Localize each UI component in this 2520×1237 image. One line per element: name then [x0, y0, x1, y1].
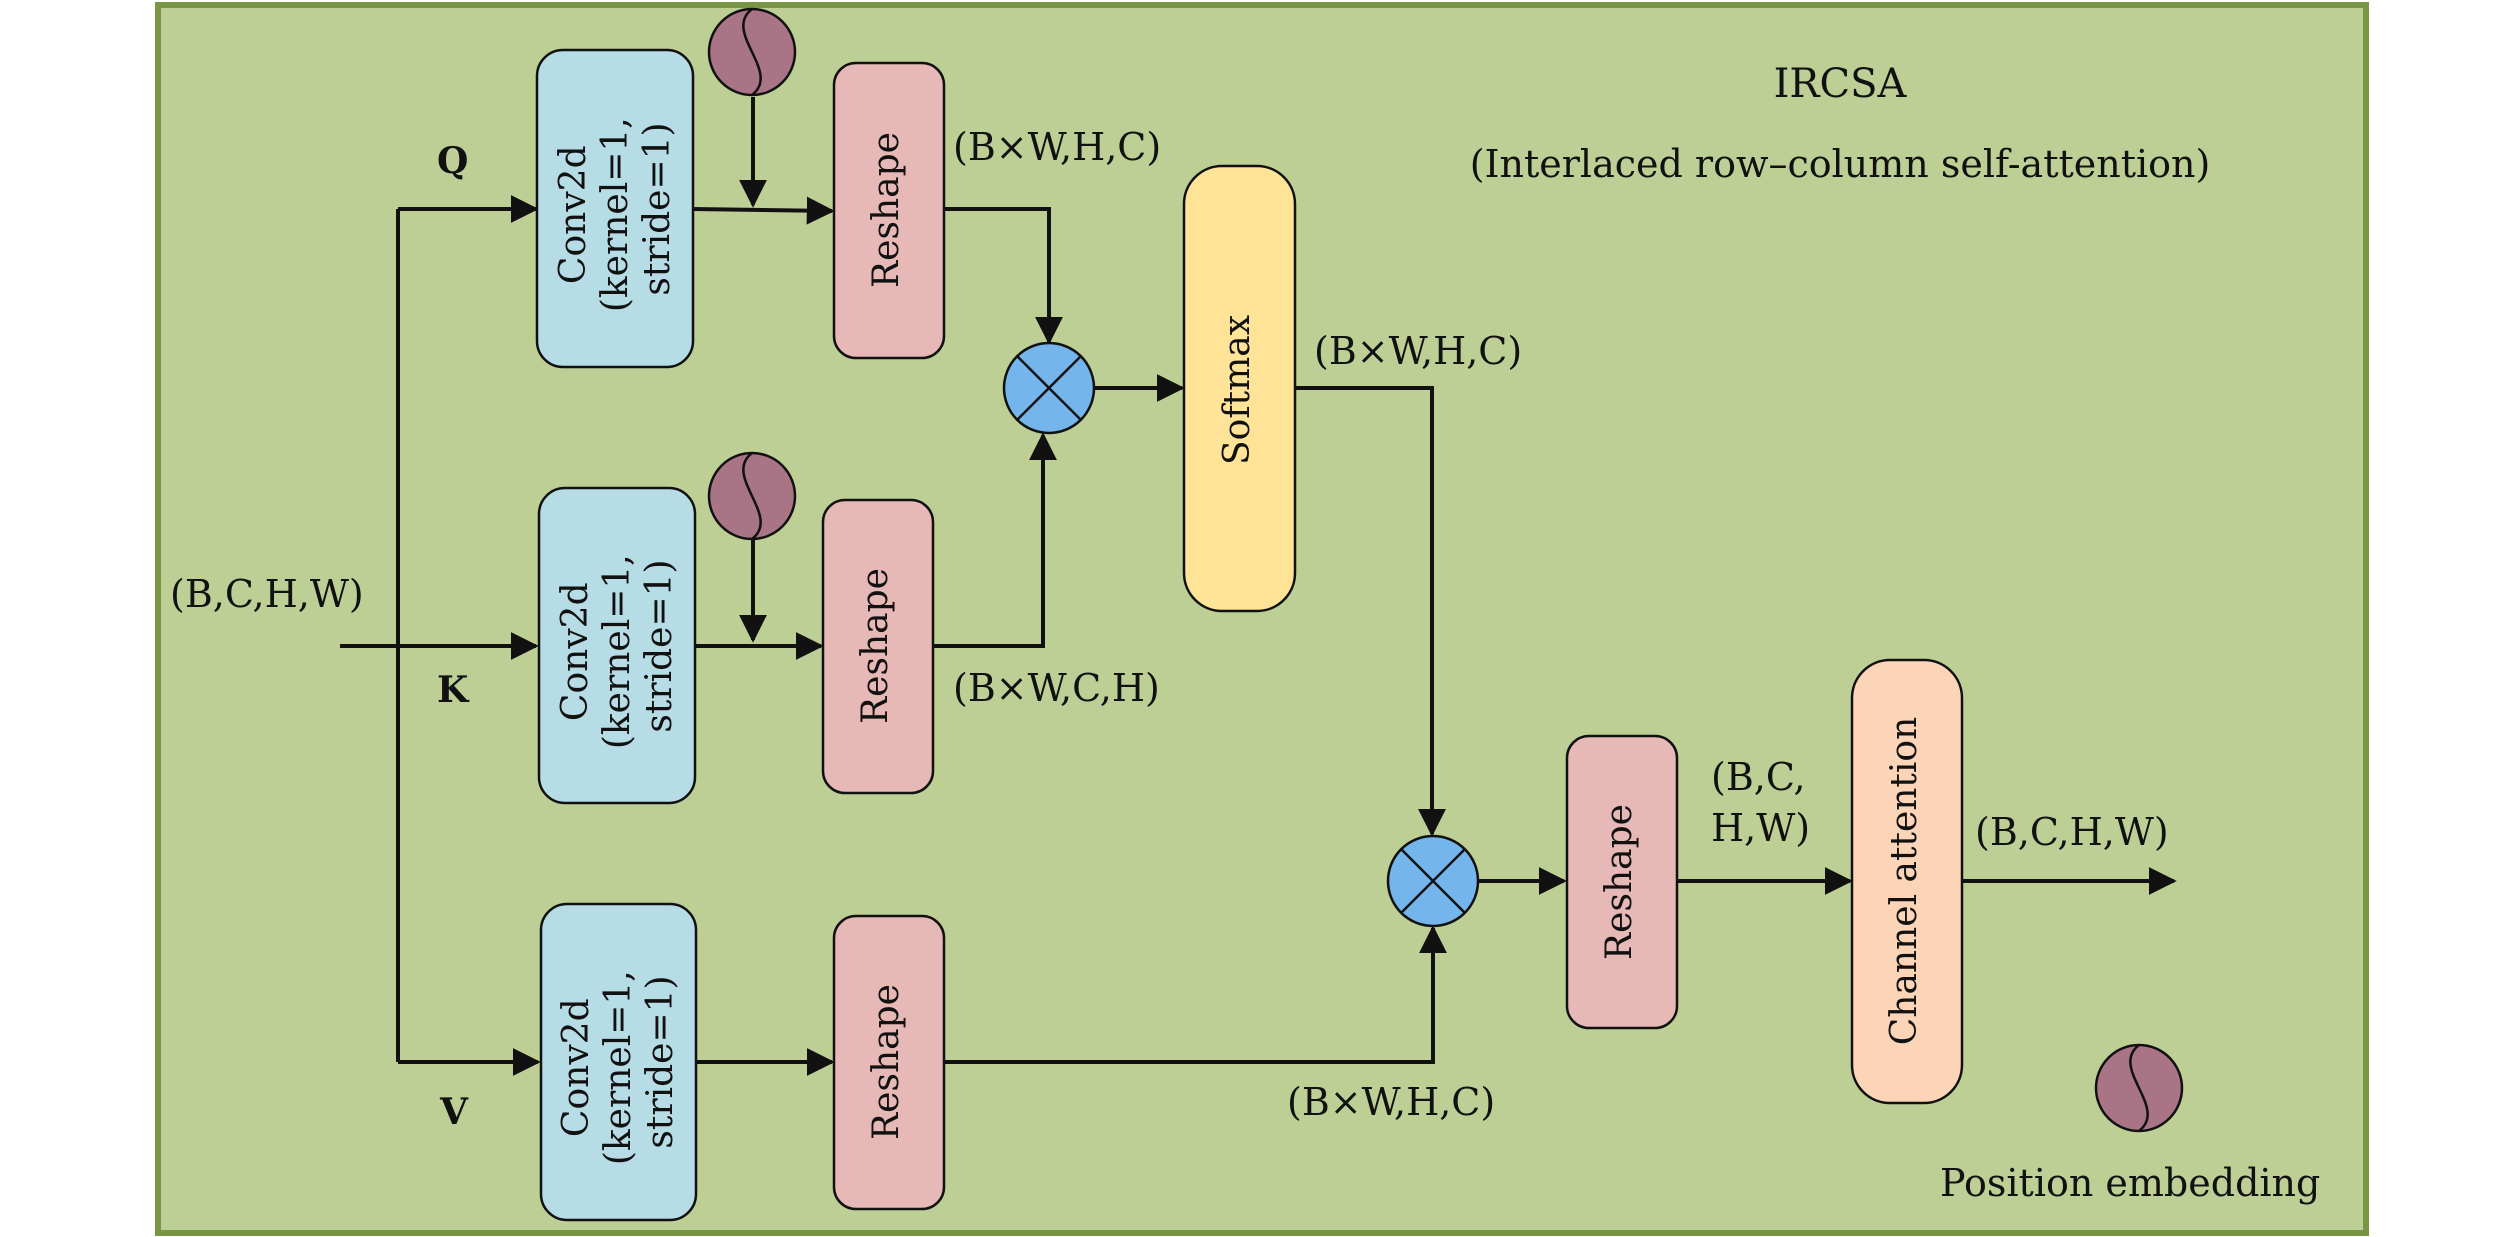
k-label: K [437, 669, 470, 711]
conv2d-kernel: (kernel=1, [598, 970, 639, 1165]
softmax-label: Softmax [1217, 315, 1258, 465]
conv2d-kernel: (kernel=1, [597, 554, 638, 749]
q-reshape-to-multiply [944, 207, 1063, 345]
svg-text:Conv2d (kernel=1,: Conv2d (kernel=1, stride=1) [555, 543, 680, 749]
input-shape-label: (B,C,H,W) [170, 572, 364, 616]
softmax-block: Softmax [1182, 164, 1297, 613]
conv2d-label: Conv2d [555, 582, 596, 721]
reshape-label: Reshape [866, 132, 907, 288]
conv2d-stride: stride=1) [639, 559, 680, 732]
v-reshape-to-multiply2 [944, 925, 1447, 1064]
circled-times-icon [1002, 341, 1096, 435]
svg-text:Conv2d (kernel=1,: Conv2d (kernel=1, stride=1) [556, 959, 681, 1165]
channel-attention-block: Channel attention [1850, 658, 1964, 1105]
conv2d-block-q: Conv2d (kernel=1, stride=1) [535, 48, 695, 369]
position-embedding-icon [2094, 1043, 2184, 1133]
reshape-label: Reshape [1599, 804, 1640, 960]
conv2d-stride: stride=1) [637, 122, 678, 295]
conv2d-label: Conv2d [556, 998, 597, 1137]
v-reshape-shape-label: (B×W,H,C) [1287, 1080, 1495, 1124]
q-reshape-shape-label: (B×W,H,C) [953, 125, 1161, 169]
conv2d-block-v: Conv2d (kernel=1, stride=1) [539, 902, 698, 1222]
k-reshape-shape-label: (B×W,C,H) [953, 666, 1160, 710]
position-embedding-icon [707, 7, 797, 97]
conv2d-stride: stride=1) [640, 975, 681, 1148]
reshape-block-v: Reshape [832, 914, 946, 1211]
v-label: V [439, 1091, 469, 1133]
diagram-title: IRCSA [1774, 61, 1908, 107]
reshape-label: Reshape [866, 984, 907, 1140]
output-shape-label: (B,C,H,W) [1975, 810, 2169, 854]
conv2d-kernel: (kernel=1, [595, 117, 636, 312]
position-embedding-icon [707, 451, 797, 541]
channel-attention-label: Channel attention [1884, 717, 1925, 1046]
q-label: Q [437, 140, 468, 182]
softmax-shape-label: (B×W,H,C) [1314, 329, 1522, 373]
circled-times-icon [1386, 834, 1480, 928]
position-embedding-legend-label: Position embedding [1940, 1161, 2320, 1205]
reshape-block-output: Reshape [1565, 734, 1679, 1030]
diagram-subtitle: (Interlaced row–column self-attention) [1470, 142, 2211, 186]
reshape-block-q: Reshape [832, 61, 946, 360]
q-conv-to-reshape [692, 196, 835, 225]
reshape-output-shape-label-line1: (B,C, [1711, 755, 1806, 799]
conv2d-block-k: Conv2d (kernel=1, stride=1) [537, 486, 697, 805]
softmax-to-multiply2 [1295, 386, 1446, 837]
k-reshape-to-multiply [933, 432, 1057, 648]
reshape-block-k: Reshape [821, 498, 935, 795]
reshape-label: Reshape [855, 568, 896, 724]
connectors [340, 97, 2177, 1076]
svg-text:Conv2d (kernel=1,: Conv2d (kernel=1, stride=1) [553, 106, 678, 312]
conv2d-label: Conv2d [553, 145, 594, 284]
reshape-output-shape-label-line2: H,W) [1711, 806, 1810, 850]
